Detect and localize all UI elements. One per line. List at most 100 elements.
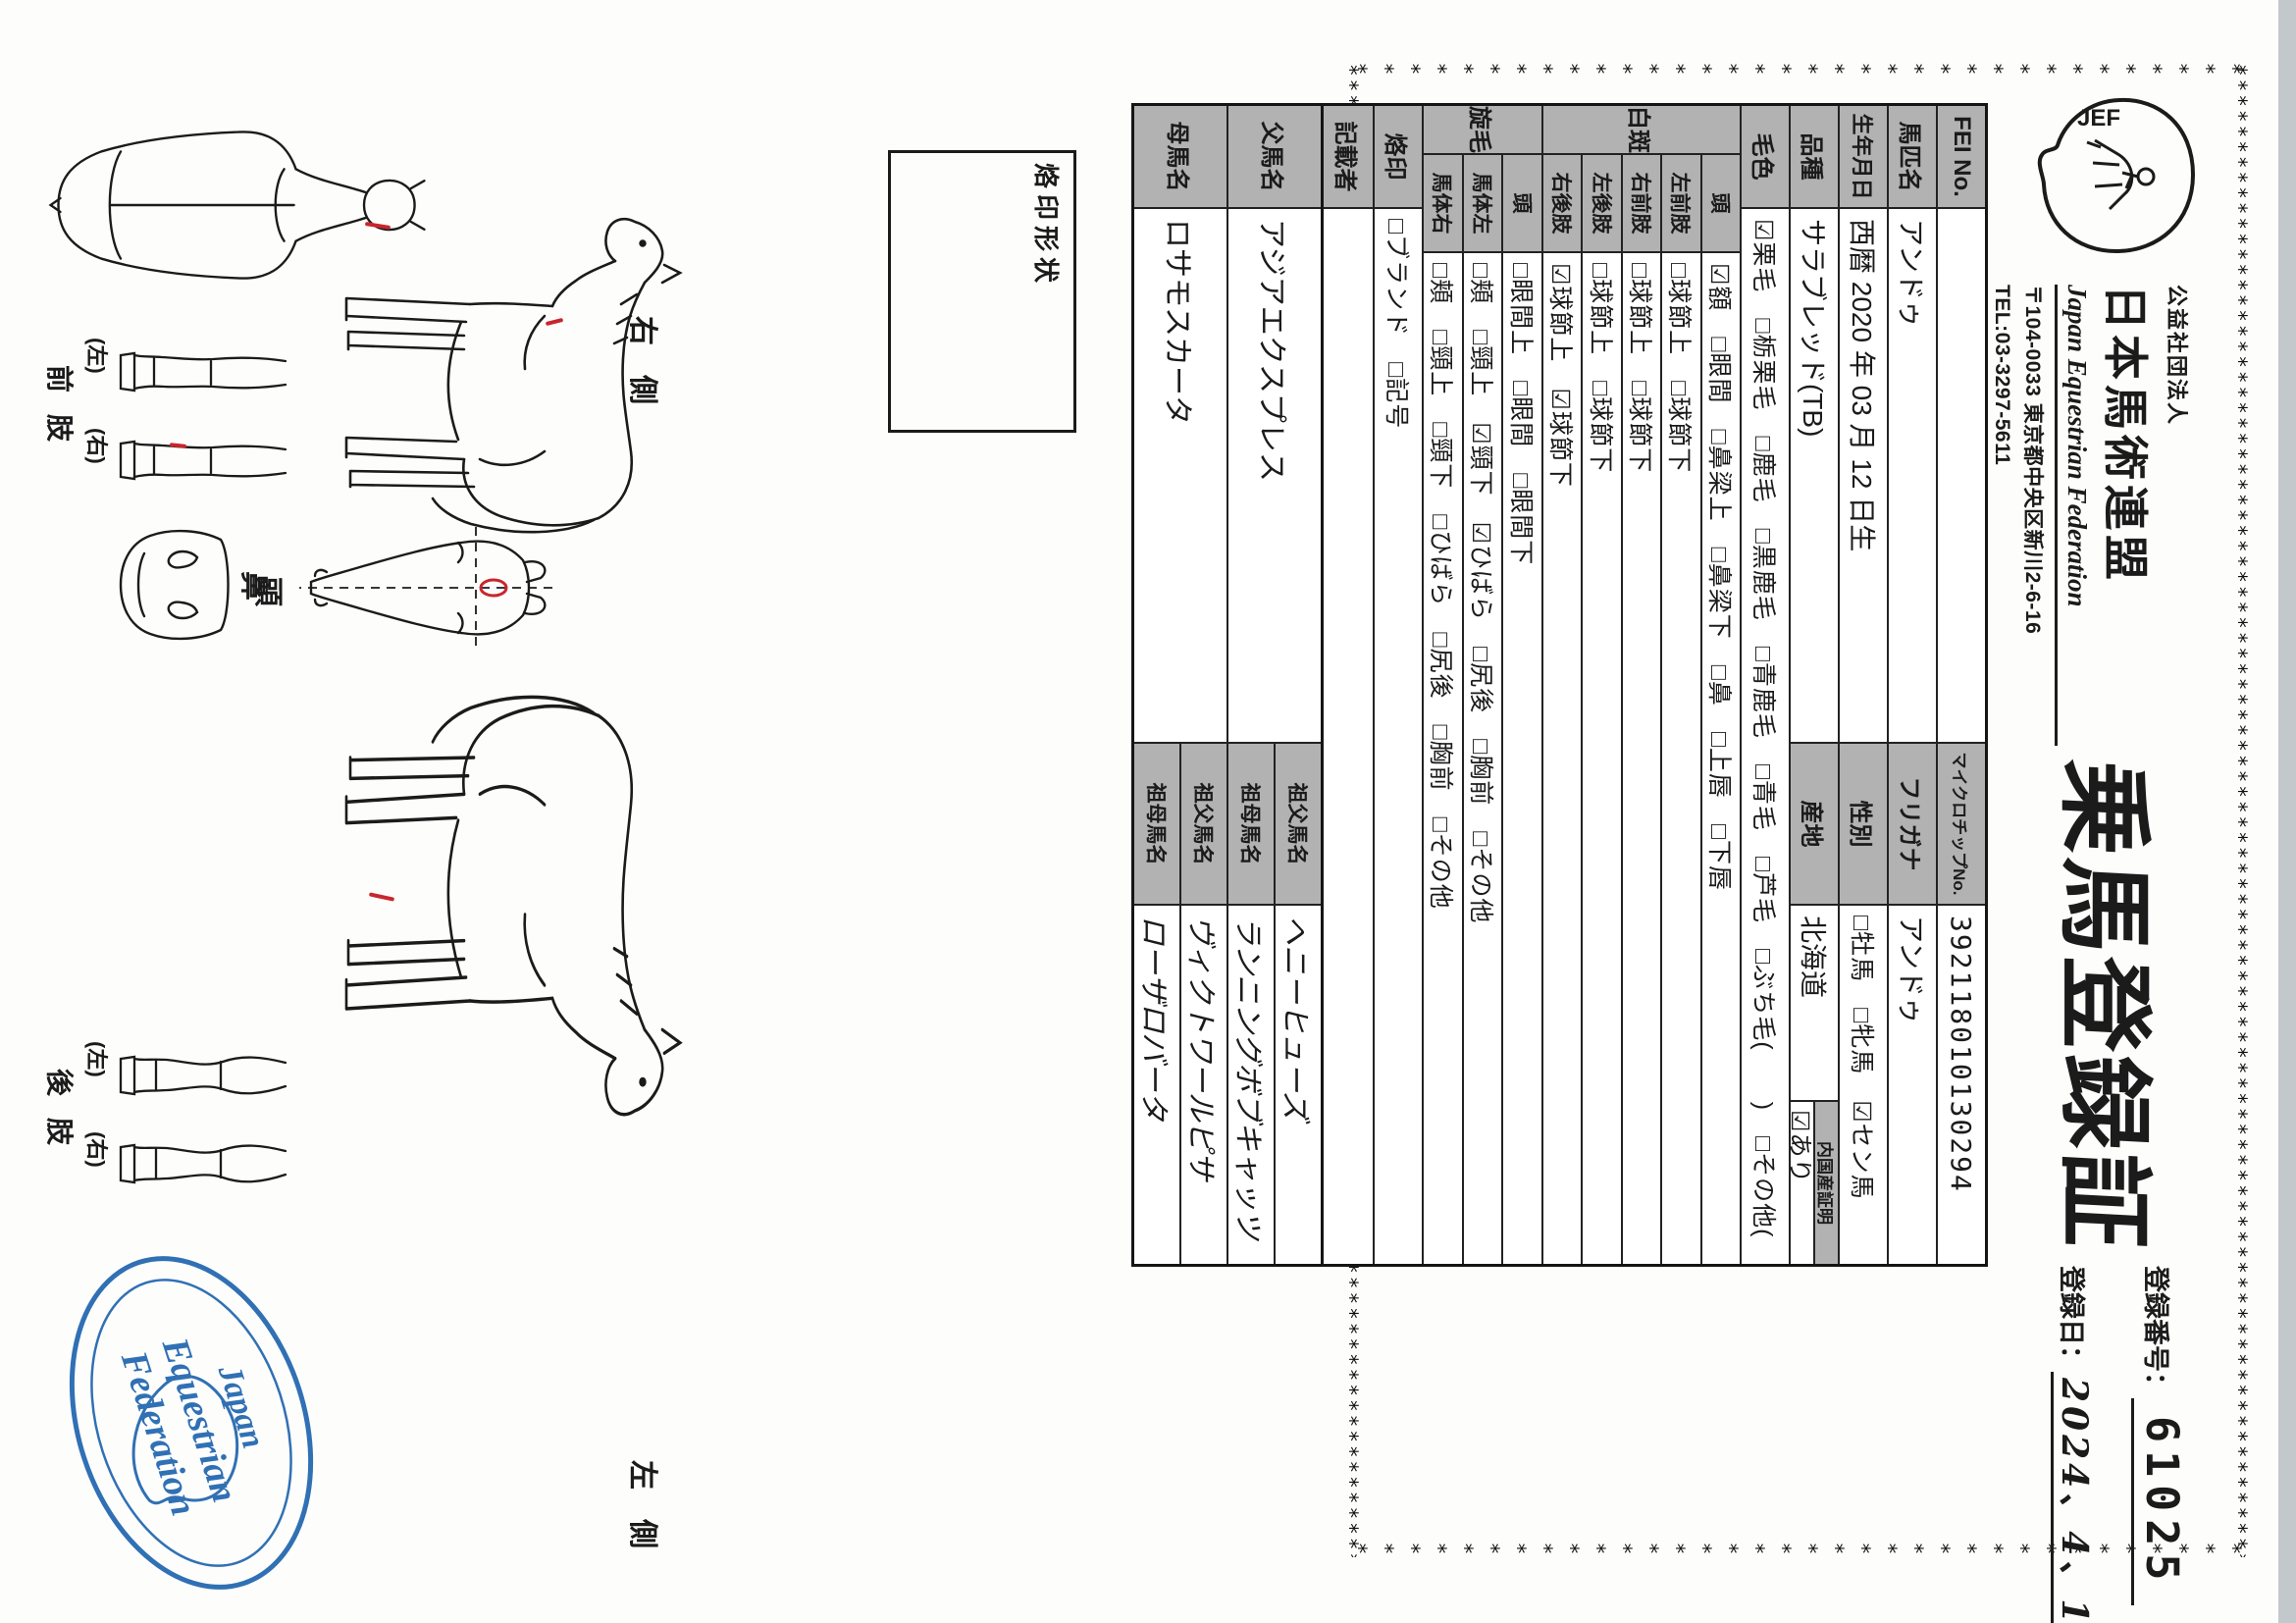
microchip-label: マイクロチップNo.	[1938, 744, 1985, 906]
sire-grandparents: 祖父馬名 ヘニーヒューズ 祖母馬名 ランニングボブキャッツ	[1228, 744, 1321, 1264]
registration-number: 61025	[2131, 1398, 2188, 1606]
page-title: 乗馬登録証	[2051, 757, 2158, 1254]
dam-name: ロサモスカータ	[1134, 209, 1226, 744]
jef-stamp: Japan Equestrian Federation	[69, 1256, 314, 1590]
table-row-recorder: 記載者	[1321, 106, 1373, 1264]
recorder-label: 記載者	[1324, 106, 1373, 209]
table-row-breed: 品種 サラブレッド(TB) 産地 北海道 内国産証明 ☑あり	[1789, 106, 1838, 1264]
sire-sire-name: ヘニーヒューズ	[1278, 916, 1312, 1121]
sire-dam-name: ランニングボブキャッツ	[1230, 916, 1265, 1239]
asterisk-border-left: ****************************************…	[1342, 59, 2245, 79]
forehead-marking-red	[479, 578, 508, 598]
registration-block: 登録番号：61025 登録日：2024、4、1	[2051, 1266, 2188, 1623]
white-head-label: 頭	[1701, 155, 1740, 253]
dam-sire-label: 祖父馬名	[1181, 744, 1226, 906]
hind-leg-right-label: (右)	[84, 1131, 109, 1168]
breed-label: 品種	[1791, 106, 1838, 209]
pedigree-dam-block: 母馬名 ロサモスカータ 祖父馬名 ヴィクトワールピサ 祖母馬名 ローザロバータ	[1134, 106, 1226, 1264]
sire-name: アジアエクスプレス	[1228, 209, 1321, 744]
sire-sire-label: 祖父馬名	[1276, 744, 1321, 906]
white-markings-rows: 頭 ☑額 □眼間 □鼻梁上 □鼻梁下 □鼻 □上唇 □下唇 左前肢 □球節上 □…	[1542, 155, 1740, 1264]
horse-left-side-diagram	[344, 695, 683, 1117]
registration-date: 2024、4、1	[2051, 1372, 2095, 1623]
white-head-value: ☑額 □眼間 □鼻梁上 □鼻梁下 □鼻 □上唇 □下唇	[1704, 263, 1733, 892]
front-leg-left-diagram	[119, 351, 287, 393]
registration-date-line: 登録日：2024、4、1	[2051, 1266, 2103, 1623]
scan-edge-shadow	[2278, 0, 2296, 1623]
whorl-body-right-value: □頬 □頸上 □頸下 □ひばら □尻後 □胸前 □その他	[1427, 263, 1455, 910]
registration-date-label: 登録日：	[2057, 1266, 2086, 1372]
white-row-head: 頭 ☑額 □眼間 □鼻梁上 □鼻梁下 □鼻 □上唇 □下唇	[1699, 155, 1740, 1264]
white-row-right-fore: 右前肢 □球節上 □球節下	[1620, 155, 1661, 1264]
sire-sire-row: 祖父馬名 ヘニーヒューズ	[1274, 744, 1321, 1264]
org-tel: TEL:03-3297-5611	[1991, 285, 2013, 466]
hind-leg-left-diagram	[119, 1055, 287, 1096]
coat-value: ☑栗毛 □栃栗毛 □鹿毛 □黒鹿毛 □青鹿毛 □青毛 □芦毛 □ぶち毛( ) □…	[1749, 219, 1777, 1264]
dam-grandparents: 祖父馬名 ヴィクトワールピサ 祖母馬名 ローザロバータ	[1134, 744, 1226, 1264]
dam-label: 母馬名	[1134, 106, 1226, 209]
white-right-fore-label: 右前肢	[1622, 155, 1661, 253]
registration-number-line: 登録番号：61025	[2131, 1266, 2188, 1623]
origin-value: 北海道	[1791, 906, 1838, 1102]
front-leg-right-label: (右)	[84, 428, 109, 464]
whorl-rows: 頭 □眼間上 □眼間 □眼間下 馬体左 □頬 □頸上 ☑頸下 ☑ひばら □尻後 …	[1423, 155, 1541, 1264]
horse-right-side-diagram	[344, 218, 683, 534]
org-block: 公益社団法人 日本馬術連盟 Japan Equestrian Federatio…	[1990, 285, 2194, 746]
horse-head-front-diagram	[299, 527, 552, 649]
brand-value: □ブランド □記号	[1383, 219, 1410, 430]
table-row-fei: FEI No. マイクロチップNo. 392118010130294	[1936, 106, 1985, 1264]
fei-value	[1938, 209, 1985, 744]
brand-label: 烙印	[1375, 106, 1422, 209]
white-row-left-fore: 左前肢 □球節上 □球節下	[1660, 155, 1700, 1264]
fei-label: FEI No.	[1938, 106, 1985, 209]
horse-data-table: FEI No. マイクロチップNo. 392118010130294 馬匹名 ア…	[1131, 103, 1988, 1267]
domestic-cert-value: ☑あり	[1791, 1110, 1814, 1184]
sire-dam-row: 祖母馬名 ランニングボブキャッツ	[1228, 744, 1274, 1264]
sire-label: 父馬名	[1228, 106, 1321, 209]
asterisk-border-top: ****************************************…	[2229, 64, 2249, 1557]
brand-shape-label: 烙印形状	[1031, 163, 1061, 289]
domestic-cert-cell: 内国産証明 ☑あり	[1791, 1102, 1838, 1264]
coat-label: 毛色	[1742, 106, 1789, 209]
horse-top-view-diagram	[48, 131, 426, 280]
name-label: 馬匹名	[1889, 106, 1936, 209]
whorl-body-left-label: 馬体左	[1463, 155, 1502, 253]
dam-sire-row: 祖父馬名 ヴィクトワールピサ	[1179, 744, 1226, 1264]
breed-value: サラブレッド(TB)	[1791, 209, 1838, 744]
white-right-hind-value: ☑球節上 ☑球節下	[1546, 263, 1575, 488]
whorl-body-right-label: 馬体右	[1423, 155, 1462, 253]
org-type: 公益社団法人	[2165, 285, 2189, 427]
whorl-head-label: 頭	[1503, 155, 1541, 253]
whorls-label: 旋毛	[1424, 106, 1541, 155]
sex-value: □牡馬 □牝馬 ☑セン馬	[1848, 916, 1875, 1200]
white-left-fore-label: 左前肢	[1662, 155, 1700, 253]
microchip-value: 392118010130294	[1945, 916, 1978, 1193]
birth-value: 西暦 2020 年 03 月 12 日生	[1840, 209, 1887, 744]
white-markings-label: 白斑	[1543, 106, 1740, 155]
table-group-whorls: 旋毛 頭 □眼間上 □眼間 □眼間下 馬体左 □頬 □頸上 ☑頸下 ☑ひばら □…	[1422, 106, 1541, 1264]
white-row-left-hind: 左後肢 □球節上 □球節下	[1581, 155, 1621, 1264]
org-name-en: Japan Equestrian Federation	[2055, 285, 2092, 746]
furigana-label: フリガナ	[1889, 744, 1936, 906]
whorl-row-body-right: 馬体右 □頬 □頸上 □頸下 □ひばら □尻後 □胸前 □その他	[1423, 155, 1462, 1264]
sire-dam-label: 祖母馬名	[1228, 744, 1274, 906]
sex-label: 性別	[1840, 744, 1887, 906]
brand-shape-box: 烙印形状	[888, 150, 1076, 433]
hind-limb-label: 後肢	[44, 1069, 75, 1168]
whorl-row-body-left: 馬体左 □頬 □頸上 ☑頸下 ☑ひばら □尻後 □胸前 □その他	[1461, 155, 1502, 1264]
right-side-label: 右側	[626, 316, 658, 434]
jef-logo: JEF	[2037, 97, 2196, 254]
recorder-value	[1324, 209, 1373, 1264]
white-row-right-hind: 右後肢 ☑球節上 ☑球節下	[1542, 155, 1582, 1264]
dam-sire-name: ヴィクトワールピサ	[1183, 916, 1218, 1180]
horse-nose-diagram	[119, 529, 230, 641]
birth-label: 生年月日	[1840, 106, 1887, 209]
org-name: 日本馬術連盟	[2100, 285, 2151, 585]
front-limb-label: 前肢	[44, 365, 75, 464]
furigana-value: アンドゥ	[1896, 916, 1926, 1024]
nose-label: 鼻	[237, 571, 270, 601]
pedigree-sire-block: 父馬名 アジアエクスプレス 祖父馬名 ヘニーヒューズ 祖母馬名 ランニングボブキ…	[1226, 106, 1321, 1264]
dam-dam-row: 祖母馬名 ローザロバータ	[1134, 744, 1179, 1264]
